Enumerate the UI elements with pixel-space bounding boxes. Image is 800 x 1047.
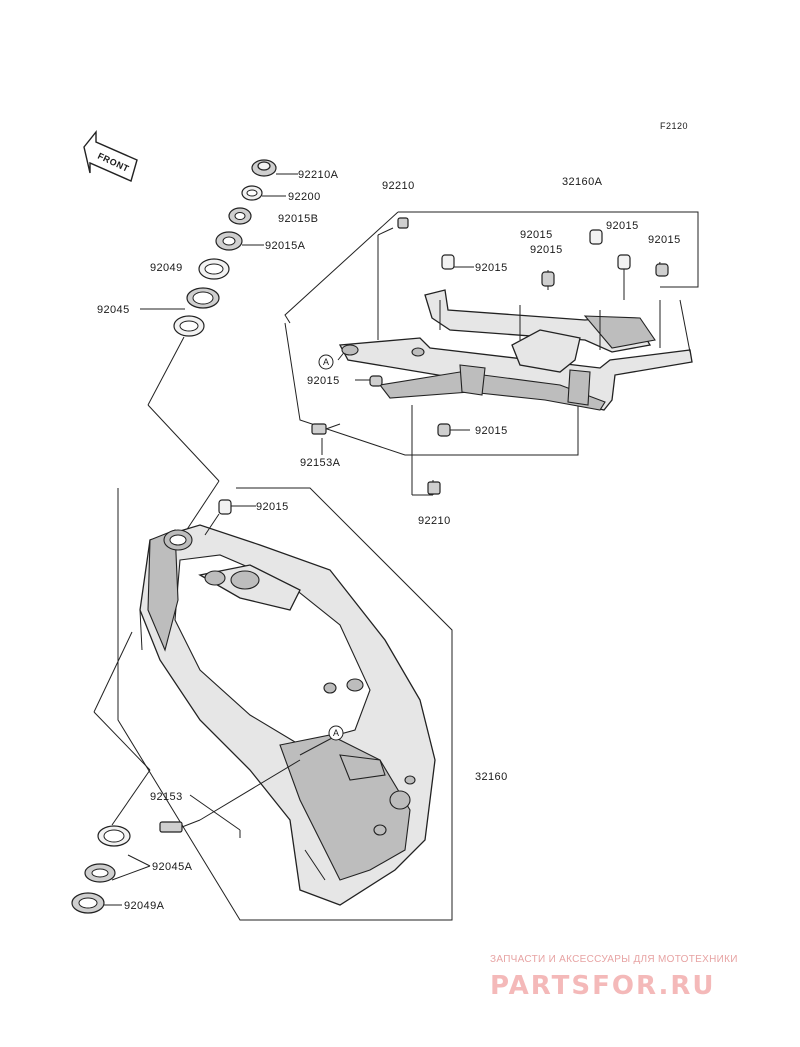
callout-92210-bottom: 92210 (418, 515, 451, 527)
callout-92015-d: 92015 (648, 234, 681, 246)
collar-icon (437, 423, 451, 437)
collar-icon (541, 271, 555, 287)
watermark-brand: PARTSFOR.RU (490, 971, 715, 1001)
callout-92045a: 92045A (152, 861, 193, 873)
main-frame-fasteners (71, 499, 232, 914)
nut-icon (397, 217, 409, 229)
bearing-92045-icon (186, 287, 220, 309)
callout-92015b: 92015B (278, 213, 318, 225)
callout-92015a: 92015A (265, 240, 306, 252)
callout-92049: 92049 (150, 262, 183, 274)
callout-92015-g: 92015 (475, 425, 508, 437)
front-arrow-icon: FRONT (83, 130, 138, 182)
callout-92049a: 92049A (124, 900, 165, 912)
nut-icon (427, 481, 441, 495)
ring-92015a-icon (215, 231, 243, 251)
callout-92015-h: 92015 (256, 501, 289, 513)
sub-frame-32160a (338, 289, 693, 411)
collar-icon (369, 375, 383, 387)
ref-marker-a2: A (328, 725, 344, 741)
callout-92015-b: 92015 (530, 244, 563, 256)
watermark: ЗАПЧАСТИ И АКСЕССУАРЫ ДЛЯ МОТОТЕХНИКИ PA… (490, 954, 738, 1001)
main-frame-outline (117, 487, 453, 921)
bolt-92153-icon (159, 819, 201, 833)
collar-icon (218, 499, 232, 515)
callout-32160a: 32160A (562, 176, 603, 188)
callout-32160: 32160 (475, 771, 508, 783)
washer-92200-icon (241, 185, 263, 201)
callout-92210a: 92210A (298, 169, 339, 181)
callout-92015-e: 92015 (475, 262, 508, 274)
callout-92153a: 92153A (300, 457, 341, 469)
steering-bearing-stack (173, 159, 277, 337)
race-icon (173, 315, 205, 337)
callout-92015-f: 92015 (307, 375, 340, 387)
figure-code: F2120 (660, 121, 688, 131)
nut-92210a-icon (251, 159, 277, 177)
subframe-fasteners (311, 217, 669, 495)
ring-92015b-icon (228, 207, 252, 225)
bolt-92153a-icon (311, 423, 341, 435)
ref-marker-a2-text: A (333, 728, 340, 738)
main-frame-32160 (139, 524, 436, 906)
sub-frame-outline (284, 211, 699, 456)
ref-marker-a1: A (318, 354, 334, 370)
seal-92049a-icon (71, 892, 105, 914)
watermark-tagline: ЗАПЧАСТИ И АКСЕССУАРЫ ДЛЯ МОТОТЕХНИКИ (490, 954, 738, 965)
ref-marker-a1-text: A (323, 357, 330, 367)
callout-92153: 92153 (150, 791, 183, 803)
callout-92015-c: 92015 (606, 220, 639, 232)
collar-icon (655, 263, 669, 277)
collar-icon (441, 254, 455, 270)
collar-icon (617, 254, 631, 270)
callout-92015-a: 92015 (520, 229, 553, 241)
seal-92049-icon (198, 258, 230, 280)
callout-92200: 92200 (288, 191, 321, 203)
bearing-92045a-icon (84, 825, 131, 883)
callout-92210-top: 92210 (382, 180, 415, 192)
collar-icon (589, 229, 603, 245)
callout-92045: 92045 (97, 304, 130, 316)
